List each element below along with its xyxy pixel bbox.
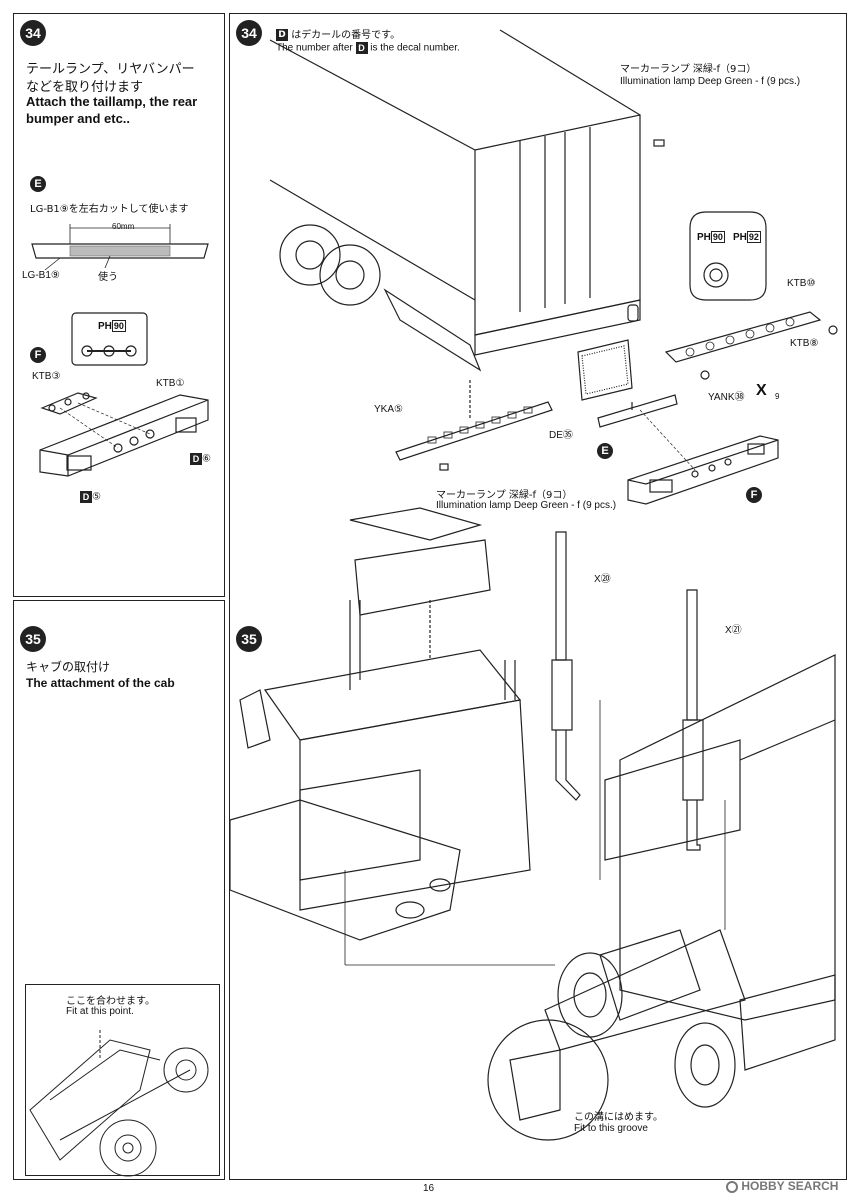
watermark-logo-icon [726, 1180, 738, 1193]
inset-note-jp: ここを合わせます。 [66, 996, 155, 1007]
watermark: HOBBY SEARCH [726, 1179, 838, 1193]
bumper-drawing-left [39, 312, 209, 477]
decal-note-en: The number after D is the decal number. [276, 42, 460, 54]
x21-label: X㉑ [725, 625, 742, 636]
ktb8-label: KTB⑧ [790, 338, 819, 349]
marker-lamp-bottom-jp: マーカーランプ 深緑-f（9コ） [436, 490, 573, 501]
yka-light-bar-drawing [395, 380, 553, 471]
inset-chassis-drawing [29, 1030, 209, 1177]
marker-lamp-bottom-en: Illumination lamp Deep Green - f (9 pcs.… [436, 500, 617, 511]
yank38-label: YANK㊳ [708, 392, 745, 403]
step-35-title-jp: キャブの取付け [26, 660, 111, 674]
main-panel [229, 13, 847, 1180]
assembly-guides [344, 700, 726, 966]
ktb3-label: KTB③ [32, 371, 61, 382]
main-e-strip-drawing [597, 394, 678, 428]
ph-parts-bubble [689, 211, 767, 301]
ktb-lamp-bar-drawing [664, 311, 838, 380]
left-panel-step35 [13, 600, 225, 1180]
groove-note-en: Fit to this groove [574, 1123, 648, 1134]
marker-lamp-top-jp: マーカーランプ 深緑-f（9コ） [620, 64, 757, 75]
page-number: 16 [423, 1183, 435, 1194]
trailer-front-drawing [604, 654, 836, 1071]
x-mark: X [756, 382, 767, 399]
step-34-title-en-2: bumper and etc.. [26, 111, 131, 126]
yka5-label: YKA⑤ [374, 404, 403, 415]
left-panel-step34 [13, 13, 225, 597]
ktb10-label: KTB⑩ [787, 278, 816, 289]
step-35-title-en: The attachment of the cab [26, 676, 175, 690]
main-e-badge: E [597, 443, 613, 459]
de35-label: DE㉟ [549, 430, 573, 441]
use-label: 使う [98, 272, 118, 283]
license-plate-drawing [577, 339, 633, 401]
inset-note-en: Fit at this point. [66, 1006, 134, 1017]
trailer-rear-drawing [269, 29, 665, 372]
chassis-drawing [487, 929, 746, 1141]
exhaust-stack-drawing [551, 531, 704, 851]
step-34-badge: 34 [20, 20, 46, 46]
ktb1-label: KTB① [156, 378, 185, 389]
step-34-title-jp-2: などを取り付けます [26, 80, 144, 95]
substep-f-badge: F [30, 347, 46, 363]
cab-drawing [229, 507, 531, 941]
step-34-title-jp-1: テールランプ、リヤバンパー [26, 62, 195, 77]
main-f-bumper-drawing [627, 409, 779, 505]
x20-label: X⑳ [594, 574, 611, 585]
substep-e-instruction: LG-B1⑨を左右カットして使います [30, 204, 189, 215]
marker-lamp-top-en: Illumination lamp Deep Green - f (9 pcs.… [620, 76, 801, 87]
decal-note-jp: D はデカールの番号です。 [276, 26, 400, 41]
step-34-title-en-1: Attach the taillamp, the rear [26, 94, 198, 109]
lg-b1-part-drawing [31, 224, 209, 271]
step-35-badge-main: 35 [236, 626, 262, 652]
main-f-badge: F [746, 487, 762, 503]
step-35-badge-left: 35 [20, 626, 46, 652]
lg-b1-part-label: LG-B1⑨ [22, 270, 60, 281]
groove-note-jp: この溝にはめます。 [574, 1112, 663, 1123]
dimension-label: 60mm [112, 222, 135, 231]
substep-e-badge: E [30, 176, 46, 192]
step-34-badge-main: 34 [236, 20, 262, 46]
warning-number: 9 [775, 392, 780, 401]
